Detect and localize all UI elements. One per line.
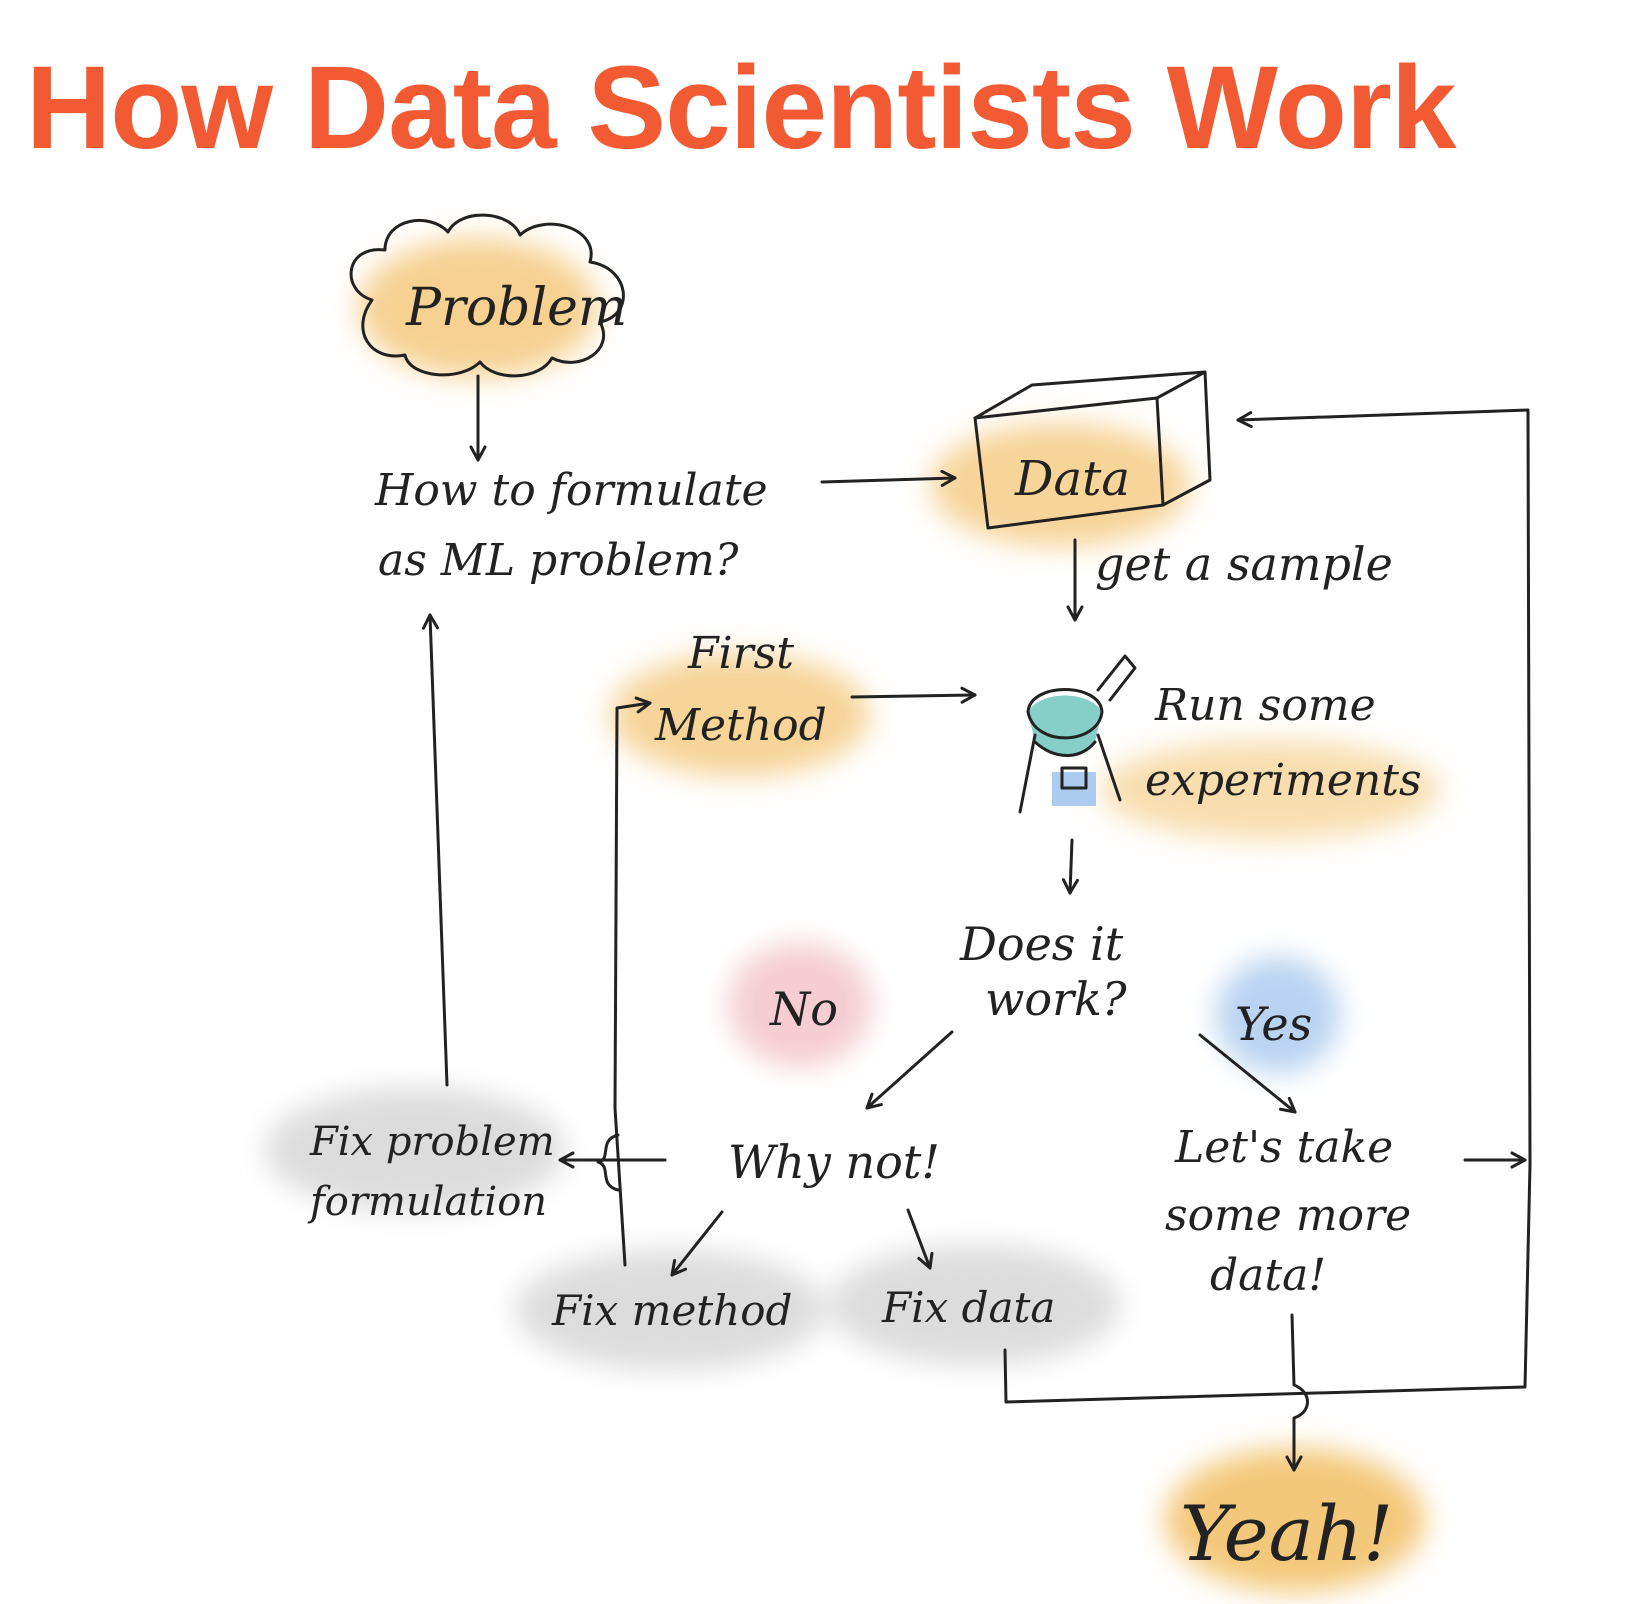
- first-method-node-line2: Method: [654, 700, 827, 751]
- experiments-wash: [1100, 740, 1440, 840]
- data-wash: [930, 423, 1190, 547]
- arrow-more-data-to-yeah: [1285, 1313, 1309, 1472]
- arrow-formulate-to-data: [820, 469, 957, 487]
- fix-method-wash: [515, 1250, 825, 1370]
- yeah-wash: [1165, 1448, 1425, 1592]
- yeah-node: Yeah!: [1180, 1489, 1393, 1578]
- get-sample-label: get a sample: [1095, 537, 1393, 591]
- formulate-node-line2: as ML problem?: [378, 535, 739, 586]
- cloud-icon: [349, 213, 625, 378]
- fix-data-node: Fix data: [881, 1283, 1055, 1332]
- arrow-first-method-to-experiments: [850, 686, 977, 704]
- more-data-node-line2: some more: [1165, 1190, 1411, 1241]
- arrow-experiments-to-does-it-work: [1061, 838, 1079, 895]
- flow-arrows: [421, 374, 1532, 1472]
- problem-node: Problem: [405, 278, 627, 338]
- diagram-title: How Data Scientists Work: [26, 42, 1457, 174]
- arrow-to-fix-data: [906, 1208, 934, 1270]
- does-it-work-line1: Does it: [959, 917, 1124, 971]
- arrow-to-fix-method: [670, 1210, 724, 1277]
- run-experiments-line2: experiments: [1145, 755, 1422, 806]
- arrow-to-more-data: [1198, 1033, 1297, 1114]
- why-not-node: Why not!: [728, 1135, 940, 1189]
- cooking-pot-icon: [1018, 654, 1137, 814]
- no-wash: [728, 943, 872, 1067]
- yes-label: Yes: [1235, 997, 1312, 1051]
- fix-problem-wash: [265, 1088, 565, 1212]
- node-labels: Problem How to formulate as ML problem? …: [307, 278, 1422, 1578]
- does-it-work-line2: work?: [985, 972, 1127, 1026]
- fix-method-node: Fix method: [551, 1286, 792, 1335]
- more-data-node-line3: data!: [1210, 1250, 1326, 1301]
- brace-fix-problem: [596, 1133, 620, 1192]
- fix-problem-node-line1: Fix problem: [309, 1119, 555, 1165]
- run-experiments-line1: Run some: [1154, 680, 1376, 731]
- data-node: Data: [1014, 451, 1130, 507]
- first-method-wash: [610, 653, 870, 777]
- formulate-node-line1: How to formulate: [374, 465, 768, 516]
- no-label: No: [769, 982, 838, 1036]
- problem-wash: [358, 238, 598, 378]
- fix-data-wash: [830, 1245, 1120, 1365]
- box-icon: [973, 370, 1212, 530]
- color-washes: [265, 238, 1440, 1592]
- arrow-fix-problem-to-formulate: [421, 613, 449, 1087]
- fix-problem-node-line2: formulation: [307, 1179, 547, 1225]
- more-data-node-line1: Let's take: [1174, 1122, 1393, 1173]
- arrow-fix-method-to-first-method: [613, 696, 652, 1267]
- arrow-fix-data-loop: [1003, 408, 1532, 1404]
- first-method-node-line1: First: [687, 628, 794, 679]
- arrow-to-why-not: [865, 1030, 954, 1110]
- yes-wash: [1216, 957, 1340, 1073]
